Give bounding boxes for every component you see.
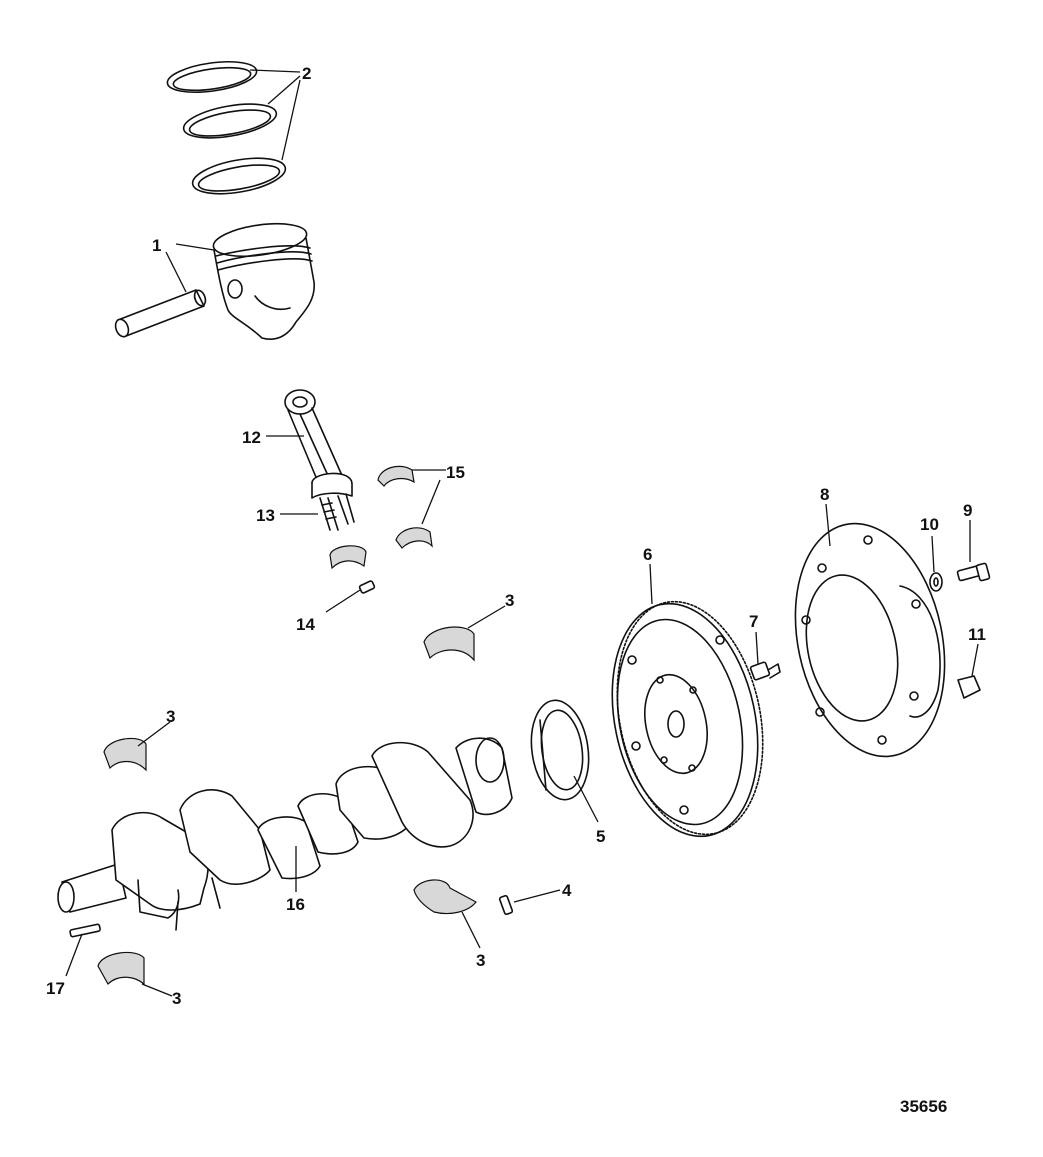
main-bearing-shells [97,626,477,986]
callout-5: 5 [596,827,605,846]
callout-13: 13 [256,506,275,525]
rod-bearing-shells [377,465,433,549]
piston-assembly [114,222,315,340]
callout-15: 15 [446,463,465,482]
callout-8: 8 [820,485,829,504]
callout-3-upper: 3 [505,591,514,610]
callout-14: 14 [296,615,315,634]
figure-id: 35656 [900,1097,947,1116]
leader-lines [65,69,979,997]
crankshaft [57,737,513,931]
drive-plate [794,522,946,758]
callout-9: 9 [963,501,972,520]
callout-11: 11 [968,625,986,644]
callout-16: 16 [286,895,305,914]
rod-cap-dowel [358,580,376,594]
callout-6: 6 [643,545,652,564]
callout-7: 7 [749,612,758,631]
rod-cap [329,545,367,570]
flywheel [611,600,764,838]
washer [929,572,943,592]
callout-3-lower-left: 3 [172,989,181,1008]
callout-10: 10 [920,515,939,534]
rear-main-seal [530,699,590,801]
callout-3-lower-center: 3 [476,951,485,970]
connecting-rod [284,389,355,531]
dowel-pin-4 [498,894,514,916]
drive-plate-bolt [956,562,991,582]
callout-4: 4 [562,881,572,900]
flywheel-bolt [749,661,781,681]
callout-12: 12 [242,428,261,447]
crankshaft-key-17 [69,923,101,938]
callout-2: 2 [302,64,311,83]
retaining-clip [957,675,981,699]
callout-3-left: 3 [166,707,175,726]
piston-rings [166,60,287,195]
callout-17: 17 [46,979,65,998]
callout-1: 1 [152,236,161,255]
callout-labels: 1 2 3 3 3 3 4 5 6 7 8 9 10 11 12 13 14 1… [46,64,986,1008]
